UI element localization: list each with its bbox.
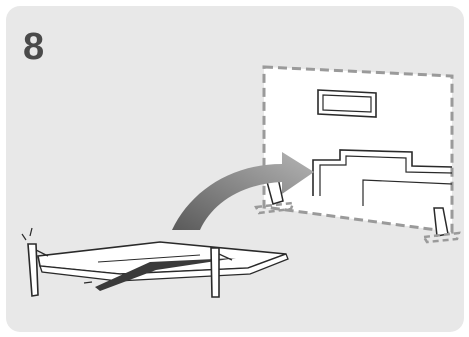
curved-arrow-icon bbox=[172, 152, 314, 230]
stand-foot-right-icon bbox=[421, 207, 461, 244]
tv-upright-dashed-icon bbox=[254, 65, 461, 244]
step-number: 8 bbox=[23, 26, 45, 68]
tv-lying-flat-icon bbox=[21, 227, 289, 298]
